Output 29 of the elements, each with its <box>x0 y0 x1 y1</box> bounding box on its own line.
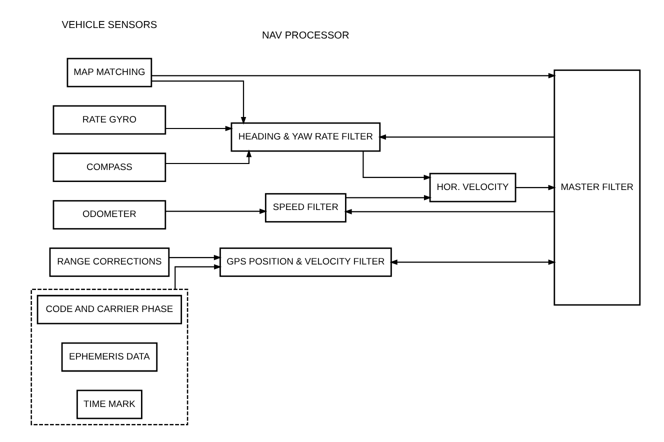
node-box: MASTER FILTER <box>553 70 640 306</box>
arrow <box>345 195 432 200</box>
cluster <box>30 288 188 426</box>
label: VEHICLE SENSORS <box>61 20 157 31</box>
node-box: COMPASS <box>52 152 166 182</box>
node-box: SPEED FILTER <box>264 193 346 222</box>
arrow <box>515 184 556 190</box>
arrow <box>174 264 222 290</box>
node-box: EPHEMERIS DATA <box>60 342 158 372</box>
node-box: MAP MATCHING <box>66 58 152 88</box>
arrow <box>362 151 431 180</box>
arrow <box>164 208 267 214</box>
node-box: ODOMETER <box>52 200 166 230</box>
node-box: RATE GYRO <box>52 105 166 135</box>
arrow <box>168 254 222 260</box>
arrow <box>344 209 554 214</box>
node-box: CODE AND CARRIER PHASE <box>36 294 182 324</box>
node-box: HOR. VELOCITY <box>428 172 516 202</box>
arrow <box>165 150 252 164</box>
label: NAV PROCESSOR <box>262 30 349 42</box>
node-box: RANGE CORRECTIONS <box>48 248 170 277</box>
arrow <box>151 80 246 125</box>
arrow <box>378 134 554 140</box>
arrow <box>389 260 556 265</box>
node-box: TIME MARK <box>76 390 142 420</box>
arrow <box>150 72 556 78</box>
node-box: HEADING & YAW RATE FILTER <box>230 122 380 152</box>
node-box: GPS POSITION & VELOCITY FILTER <box>219 248 392 277</box>
arrow <box>164 126 232 132</box>
